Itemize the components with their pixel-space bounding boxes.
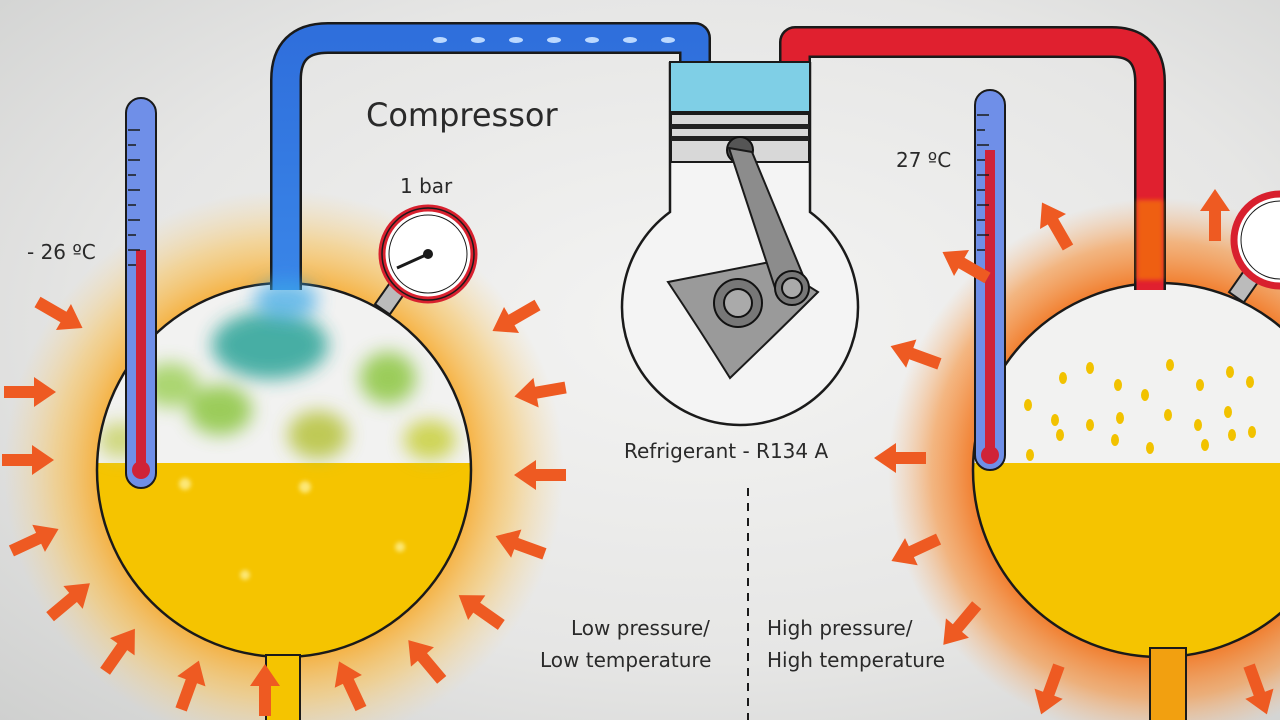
right-temperature-label: 27 ºC bbox=[896, 148, 952, 172]
refrigerant-label: Refrigerant - R134 A bbox=[624, 439, 829, 463]
low-side-line1: Low pressure/ bbox=[571, 616, 710, 640]
heat-arrow bbox=[1200, 189, 1230, 241]
heat-arrow bbox=[458, 595, 505, 630]
heat-arrow bbox=[175, 660, 206, 712]
heat-arrow bbox=[100, 628, 135, 675]
heat-arrow bbox=[250, 664, 280, 716]
heat-arrow bbox=[942, 250, 991, 284]
compressor-title: Compressor bbox=[366, 96, 558, 134]
left-temperature-label: - 26 ºC bbox=[27, 240, 96, 264]
heat-arrow bbox=[495, 529, 547, 560]
pressure-gauge-label: 1 bar bbox=[400, 174, 453, 198]
heat-arrow bbox=[891, 533, 942, 566]
heat-arrow bbox=[514, 460, 566, 490]
heat-arrow bbox=[1243, 663, 1274, 715]
discharge-pipe bbox=[779, 26, 1166, 290]
heat-arrow bbox=[2, 445, 54, 475]
heat-arrow bbox=[1040, 202, 1074, 251]
heat-arrow bbox=[46, 583, 90, 622]
heat-arrow bbox=[408, 640, 447, 684]
pressure-gauge-right bbox=[1227, 190, 1280, 304]
heat-arrow bbox=[890, 339, 942, 370]
heat-arrow bbox=[943, 601, 982, 645]
compressor bbox=[620, 61, 860, 427]
pressure-gauge-left bbox=[373, 204, 478, 316]
thermometer-right bbox=[974, 89, 1006, 471]
suction-pipe bbox=[254, 22, 711, 320]
heat-arrow bbox=[34, 296, 83, 330]
heat-arrow bbox=[514, 377, 567, 408]
heat-arrow bbox=[334, 661, 367, 712]
low-side-line2: Low temperature bbox=[540, 648, 712, 672]
high-side-line2: High temperature bbox=[767, 648, 946, 672]
heat-arrow bbox=[4, 377, 56, 407]
condenser-drain-pipe bbox=[1149, 647, 1187, 720]
heat-arrow bbox=[492, 299, 541, 333]
high-side-line1: High pressure/ bbox=[767, 616, 913, 640]
cylinder-head bbox=[669, 61, 811, 113]
heat-arrow bbox=[8, 524, 59, 557]
heat-arrows bbox=[2, 189, 1274, 716]
evaporator-drain-pipe bbox=[265, 654, 301, 720]
heat-arrow bbox=[1034, 663, 1065, 715]
heat-arrow bbox=[874, 443, 926, 473]
thermometer-left bbox=[125, 97, 157, 489]
